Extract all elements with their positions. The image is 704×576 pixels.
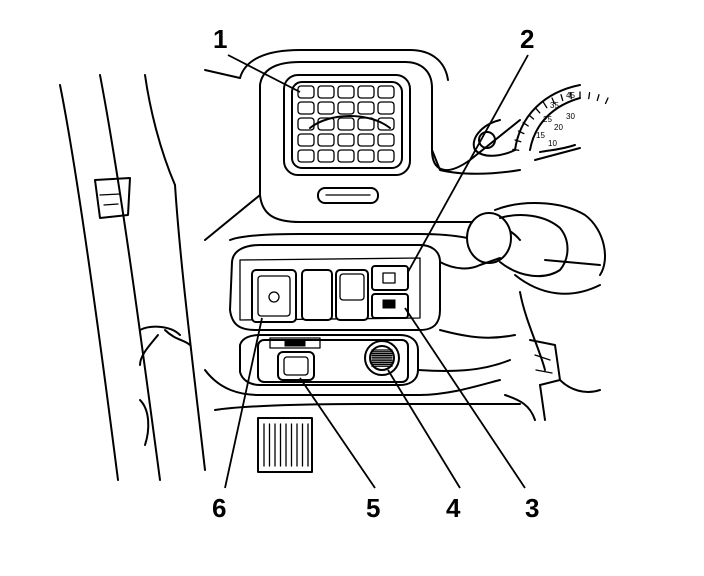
gauge-label-25: 25: [543, 115, 552, 124]
leader-3: [404, 307, 526, 489]
gauge-label-15: 15: [536, 131, 545, 140]
vent-cell: [337, 149, 355, 163]
vent-cell: [317, 133, 335, 147]
leader-lines: [224, 54, 529, 489]
pedal: [257, 417, 313, 473]
leader-4: [387, 369, 461, 489]
callout-2: 2: [520, 24, 534, 54]
vent-cell: [297, 149, 315, 163]
vent-cell: [357, 85, 375, 99]
gauge-tick: [528, 114, 535, 120]
lower-trim: [204, 257, 521, 411]
vent-cell: [377, 117, 395, 131]
gauge-tick: [588, 92, 591, 100]
leader-6: [224, 317, 263, 489]
air-vent: [283, 74, 411, 204]
vent-cell: [337, 117, 355, 131]
leader-5: [299, 377, 376, 489]
vent-cell: [337, 133, 355, 147]
vent-cell: [357, 133, 375, 147]
vent-cell: [317, 101, 335, 115]
gauge-label-45: 45: [566, 91, 575, 100]
vent-cell: [377, 85, 395, 99]
gauge-tick: [522, 122, 529, 127]
switch-panel: [229, 244, 441, 331]
vent-cell: [317, 85, 335, 99]
gauge-label-10: 10: [548, 139, 557, 148]
vent-cell: [297, 101, 315, 115]
leader-1: [227, 54, 301, 93]
vent-cell: [357, 149, 375, 163]
leader-2: [407, 54, 529, 273]
gauge-label-20: 20: [554, 123, 563, 132]
callout-6: 6: [212, 493, 226, 523]
gauge-label-30: 30: [566, 112, 575, 121]
gauge-tick: [569, 92, 572, 100]
vent-vane: [309, 115, 391, 129]
gauge-tick: [514, 139, 522, 143]
vent-cell: [297, 133, 315, 147]
callout-4: 4: [446, 493, 461, 523]
gauge-tick: [517, 130, 525, 135]
gauge-tick: [535, 107, 541, 114]
vent-cell: [297, 85, 315, 99]
gauge-tick: [551, 97, 556, 105]
gauge-tick: [512, 148, 520, 151]
gauge-tick: [596, 94, 600, 102]
vent-cell: [357, 101, 375, 115]
steering-stalk: [466, 202, 606, 421]
gauge-tick: [604, 97, 609, 105]
gauge-tick: [560, 94, 564, 102]
door-pillar: [59, 74, 206, 481]
callout-3: 3: [525, 493, 539, 523]
callout-1: 1: [213, 24, 227, 54]
vent-cell: [317, 149, 335, 163]
vent-cell: [377, 149, 395, 163]
lower-module: [239, 334, 419, 386]
vent-cell: [337, 85, 355, 99]
gauge-label-35: 35: [550, 101, 559, 110]
vent-cell: [377, 133, 395, 147]
speedometer: [472, 84, 609, 161]
callout-5: 5: [366, 493, 380, 523]
dash-shroud: [204, 49, 521, 249]
vent-cell: [377, 101, 395, 115]
vent-cell: [337, 101, 355, 115]
vent-cell: [317, 117, 335, 131]
gauge-tick: [542, 101, 548, 109]
